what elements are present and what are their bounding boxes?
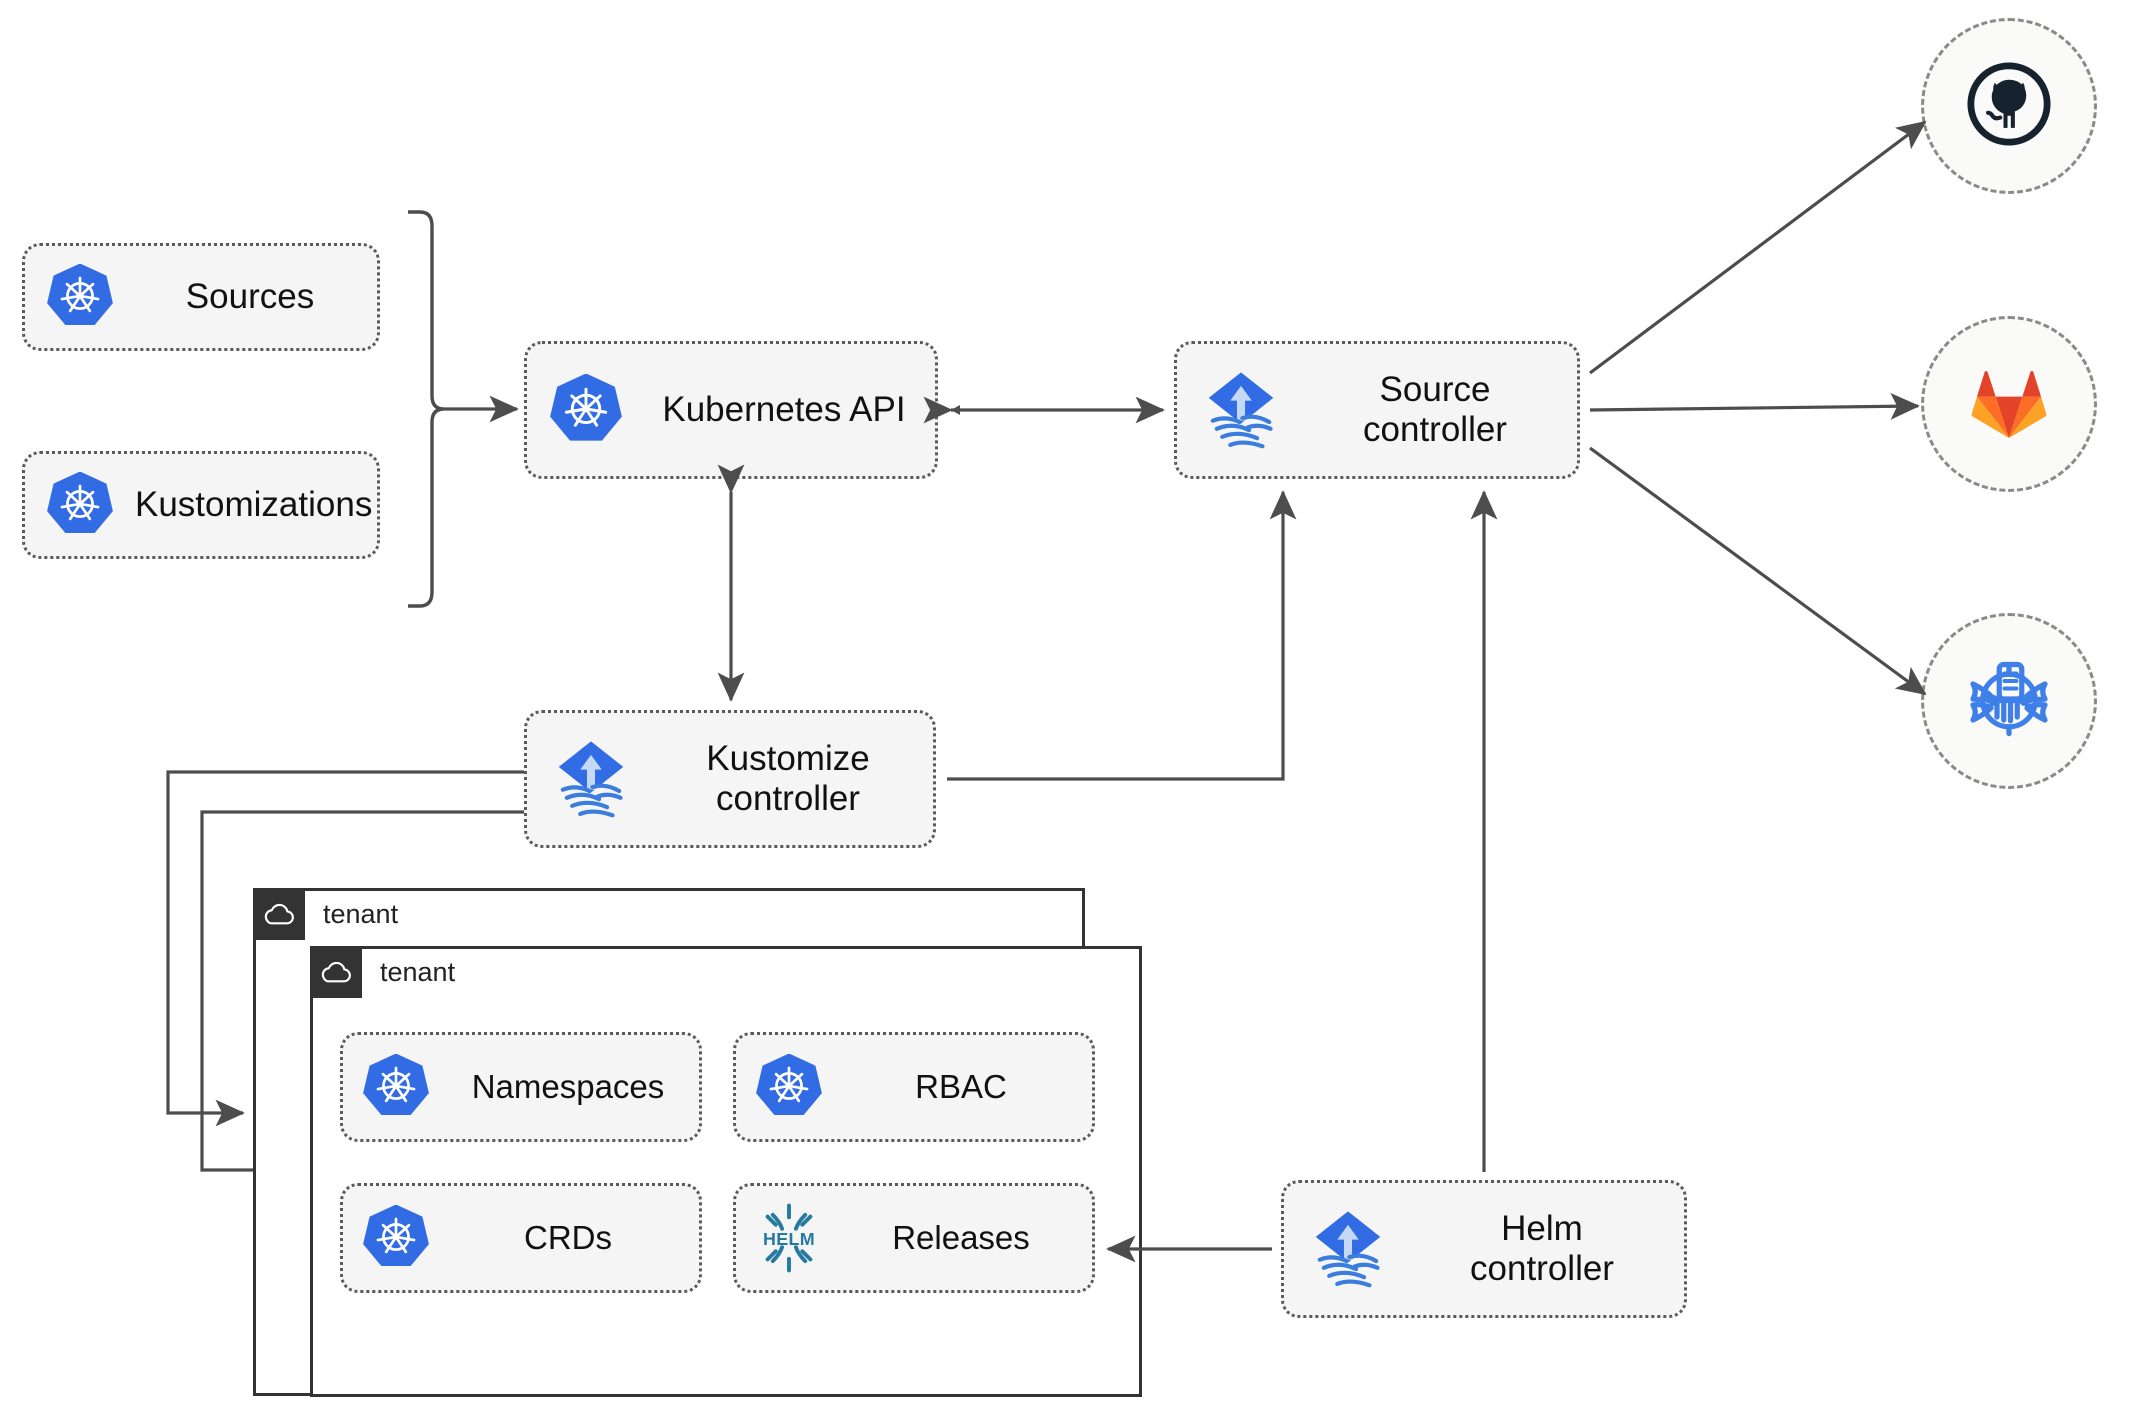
node-label: Namespaces: [471, 1068, 665, 1106]
node-rbac[interactable]: RBAC: [733, 1032, 1095, 1142]
flux-icon: [1284, 1206, 1412, 1292]
node-label: Sources: [185, 277, 315, 317]
cloud-icon: [310, 946, 362, 998]
kubernetes-icon: [25, 264, 135, 330]
node-helm-controller[interactable]: Helm controller: [1281, 1180, 1687, 1318]
node-namespaces[interactable]: Namespaces: [340, 1032, 702, 1142]
tenant-label-outer: tenant: [323, 898, 399, 929]
tenant-label-inner: tenant: [380, 956, 456, 987]
flux-icon: [1177, 367, 1305, 453]
node-kustomize-controller[interactable]: Kustomize controller: [524, 710, 936, 848]
node-source-controller[interactable]: Source controller: [1174, 341, 1580, 479]
node-sources[interactable]: Sources: [22, 243, 380, 351]
helm-icon: HELM: [736, 1201, 842, 1275]
kubernetes-icon: [736, 1054, 842, 1120]
node-label: RBAC: [915, 1068, 1007, 1106]
brace-sources-group: [408, 210, 445, 608]
node-releases[interactable]: HELM Releases: [733, 1183, 1095, 1293]
flux-icon: [527, 736, 655, 822]
kubernetes-icon: [527, 374, 645, 446]
node-kubernetes-api[interactable]: Kubernetes API: [524, 341, 938, 479]
cloud-icon: [253, 888, 305, 940]
kubernetes-icon: [343, 1205, 449, 1271]
node-label: Kubernetes API: [662, 390, 906, 430]
github-icon: [1965, 60, 2053, 153]
tenant-box-inner: tenant: [310, 946, 1142, 1397]
edge-source-controller-to-gitlab: [1589, 392, 1920, 420]
provider-github[interactable]: [1921, 18, 2097, 194]
node-label: Kustomize controller: [706, 739, 870, 818]
tenant-tab-inner: tenant: [310, 946, 455, 998]
node-label: Releases: [892, 1219, 1030, 1257]
node-crds[interactable]: CRDs: [340, 1183, 702, 1293]
edge-source-controller-to-helm-repository: [1589, 446, 1927, 696]
edge-kustomize-to-source-controller: [947, 490, 1297, 781]
edge-source-controller-to-github: [1589, 120, 1927, 375]
node-label: Kustomizations: [135, 485, 373, 525]
helm-repository-icon: [1961, 651, 2057, 752]
svg-text:HELM: HELM: [763, 1229, 815, 1249]
provider-helm-repository[interactable]: [1921, 613, 2097, 789]
provider-gitlab[interactable]: [1921, 316, 2097, 492]
tenant-tab-outer: tenant: [253, 888, 398, 940]
arrowhead-left: [951, 405, 960, 415]
kubernetes-icon: [25, 472, 135, 538]
node-label: Helm controller: [1470, 1209, 1614, 1288]
node-label: CRDs: [524, 1219, 612, 1257]
kubernetes-icon: [343, 1054, 449, 1120]
gitlab-icon: [1966, 362, 2052, 447]
node-label: Source controller: [1363, 370, 1507, 449]
node-kustomizations[interactable]: Kustomizations: [22, 451, 380, 559]
